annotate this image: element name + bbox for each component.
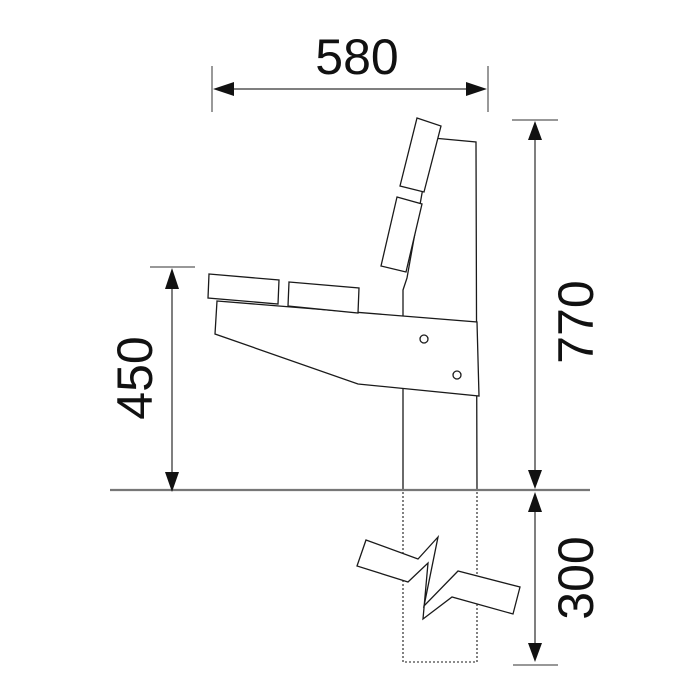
post [402, 137, 478, 491]
arrow-right-icon [466, 82, 487, 96]
seat-bracket [214, 300, 480, 397]
arrow-down-icon [528, 470, 542, 489]
total-height-label: 770 [548, 280, 604, 363]
dimension-seat-height: 450 [107, 266, 195, 492]
ground-break-symbol [356, 534, 521, 621]
seat-slat-front [207, 273, 280, 305]
seat-height-label: 450 [107, 336, 163, 419]
dimension-width: 580 [211, 29, 489, 112]
dimension-total-height: 770 [512, 119, 604, 489]
width-label: 580 [315, 29, 398, 85]
post-body [402, 137, 478, 491]
arrow-left-icon [213, 82, 234, 96]
bracket-body [214, 300, 480, 397]
arrow-up-icon [528, 121, 542, 140]
arrow-up-icon [165, 268, 179, 289]
arrow-up-icon [528, 492, 542, 512]
backrest-slat-lower [380, 196, 423, 273]
bolt-hole-lower-icon [452, 370, 462, 380]
seat [207, 273, 360, 314]
backrest-slat-upper [399, 117, 442, 193]
bolt-hole-upper-icon [419, 334, 429, 344]
break-fill [356, 534, 521, 621]
seat-slat-rear [287, 281, 360, 314]
embed-depth-label: 300 [548, 536, 604, 619]
backrest [380, 117, 442, 273]
dimension-embed-depth: 300 [513, 492, 604, 666]
arrow-down-icon [165, 472, 179, 492]
arrow-down-icon [528, 643, 542, 662]
